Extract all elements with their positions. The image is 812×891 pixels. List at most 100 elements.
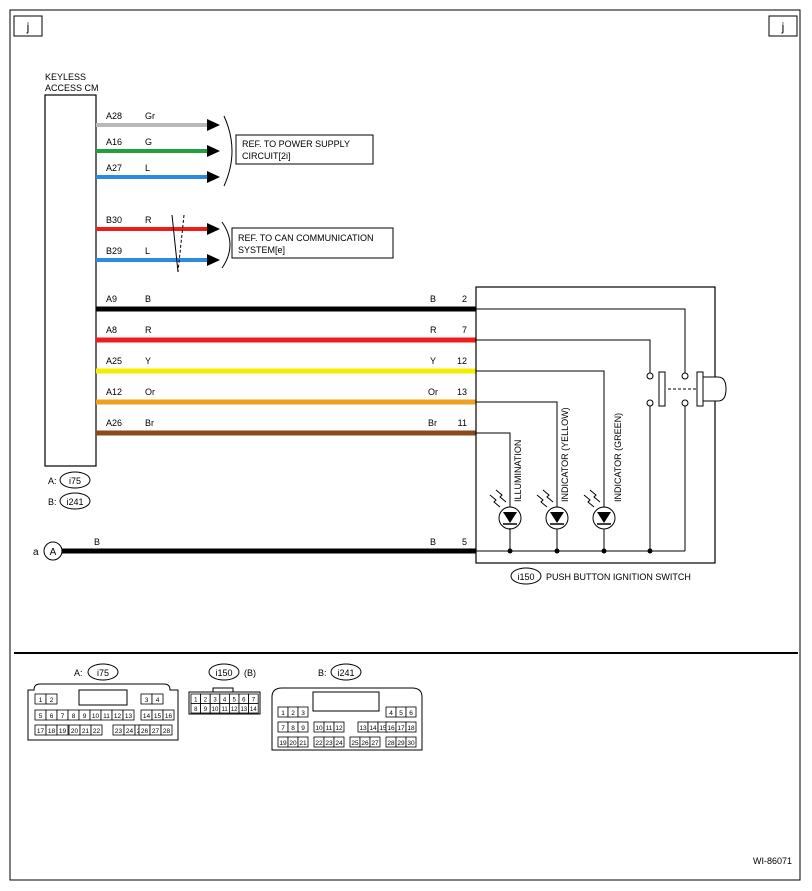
ground-color-left: B (94, 537, 100, 547)
push-button-icon (702, 376, 727, 402)
ground-point-label: A (50, 547, 57, 558)
ref-power-box (235, 134, 374, 165)
light-icon (542, 489, 554, 503)
switch-box (475, 286, 716, 564)
twist-line (171, 214, 179, 273)
internal-wire-13 (476, 401, 558, 508)
conn-c-key (312, 691, 380, 712)
wire-color-code: B (145, 294, 151, 304)
page-tab-right: j (768, 15, 798, 37)
wire-pin: A12 (106, 387, 122, 397)
internal-wire-2 (476, 308, 686, 373)
conn-c-name: i241 (337, 668, 354, 678)
light-icon (489, 494, 501, 508)
wire-color-code-right: Or (428, 387, 438, 397)
contact (646, 372, 654, 380)
contact (646, 399, 654, 407)
ground-color-right: B (430, 537, 436, 547)
pin-number: 29 (397, 740, 405, 747)
wire-color-code-right: Y (430, 356, 436, 366)
wire-color-code: G (145, 137, 152, 147)
pin-cell (369, 736, 381, 748)
switch-wire-a26: A26 Br Br 11 (96, 418, 476, 436)
pin-number: 10 (212, 707, 219, 713)
wire-color-code-right: Br (428, 418, 437, 428)
ground-switch-pin: 5 (462, 537, 467, 547)
ground-wire: a A B B 5 (33, 537, 476, 561)
pin-number: 19 (59, 728, 67, 735)
pin-cell (405, 706, 417, 718)
wire-pin: A25 (106, 356, 122, 366)
switch-pin: 7 (462, 325, 467, 335)
pin-cell (160, 724, 173, 736)
switch-wires: A9 B B 2 A8 R R 7 A25 Y Y 12 A12 Or Or 1… (96, 294, 476, 436)
wire-color-code: Y (145, 356, 151, 366)
cm-name-line1: KEYLESS (45, 72, 86, 82)
led-illumination: ILLUMINATION (489, 440, 523, 551)
contact-bar (658, 371, 666, 407)
pin-cell (45, 693, 58, 705)
wire-pin: A9 (106, 294, 117, 304)
ref-can-line1: REF. TO CAN COMMUNICATION (238, 233, 374, 243)
pin-number: 5 (39, 713, 43, 720)
page-tab-right-label: j (781, 20, 785, 34)
pin-number: 5 (233, 698, 237, 704)
pin-number: 17 (37, 728, 45, 735)
led-label: ILLUMINATION (513, 440, 523, 502)
pin-number: 8 (194, 707, 198, 713)
arrow-head (207, 145, 220, 157)
pin-number: 23 (115, 728, 123, 735)
pin-number: 26 (361, 740, 369, 747)
legend-a-connector: i75 (69, 476, 81, 486)
conn-b-suffix: (B) (244, 668, 256, 678)
pin-number: 7 (252, 698, 256, 704)
legend-a-prefix: A: (48, 476, 57, 486)
pin-number: 11 (103, 713, 110, 720)
ref-can-line2: SYSTEM[e] (238, 245, 285, 255)
pin-number: 1 (194, 698, 198, 704)
pin-cell (297, 706, 309, 718)
pin-cell (151, 693, 164, 705)
light-icon (583, 494, 595, 508)
internal-wire-7 (476, 339, 651, 373)
pin-number: 14 (369, 725, 377, 732)
pin-number: 10 (315, 725, 323, 732)
pin-number: 3 (213, 698, 217, 704)
bracket (223, 115, 233, 187)
switch-pin: 12 (457, 356, 467, 366)
ref-power-line2: CIRCUIT[2i] (242, 151, 291, 161)
contact (681, 372, 689, 380)
pin-number: 2 (204, 698, 208, 704)
arrow-head (207, 254, 220, 266)
pin-number: 16 (165, 713, 173, 720)
pin-number: 22 (93, 728, 101, 735)
legend-b-connector: i241 (66, 497, 83, 507)
pin-number: 9 (83, 713, 87, 720)
keyless-access-cm: KEYLESS ACCESS CM (44, 72, 99, 467)
pin-number: 12 (231, 707, 238, 713)
switch-pin: 13 (457, 387, 467, 397)
light-icon (536, 494, 548, 508)
pin-number: 14 (143, 713, 151, 720)
pin-number: 14 (250, 707, 257, 713)
contact (681, 399, 689, 407)
pin-number: 1 (39, 697, 43, 704)
pin-number: 24 (126, 728, 134, 735)
wire-pin: A8 (106, 325, 117, 335)
pin-number: 16 (387, 725, 395, 732)
light-icon (495, 489, 507, 503)
pin-number: 24 (335, 740, 343, 747)
pin-cell (297, 721, 309, 733)
cm-box (44, 94, 97, 467)
wire-color-code: Or (145, 387, 155, 397)
switch-wire-a8: A8 R R 7 (96, 325, 476, 343)
legend-b-prefix: B: (48, 497, 57, 507)
pin-number: 15 (154, 713, 162, 720)
switch-connector-badge (510, 567, 542, 585)
ground-point-prefix: a (33, 547, 39, 558)
cm-connector-legend: A: i75 B: i241 (48, 471, 91, 510)
